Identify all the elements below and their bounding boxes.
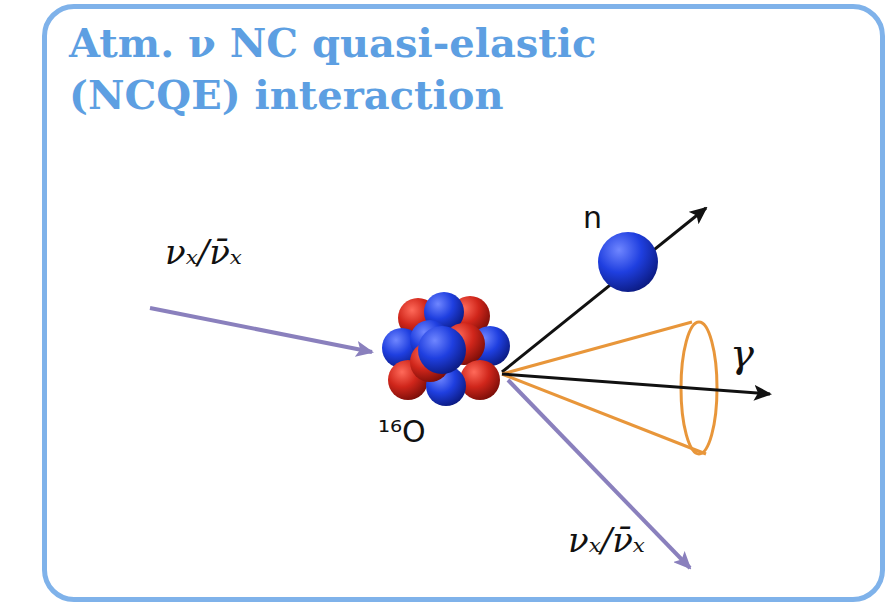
neutrino-label: νₓ/ν̄ₓ: [165, 232, 242, 272]
panel-box: Atm. ν NC quasi-elastic (NCQE) interacti…: [42, 4, 885, 602]
incoming-neutrino: [150, 308, 372, 352]
neutron-ball: [598, 232, 658, 292]
neutron-label: n: [583, 200, 602, 235]
outgoing-neutrino: [508, 380, 690, 568]
panel-title: Atm. ν NC quasi-elastic (NCQE) interacti…: [69, 17, 709, 121]
gamma-label: γ: [730, 330, 754, 376]
gamma-track: [502, 374, 770, 394]
neutrino-label: νₓ/ν̄ₓ: [568, 520, 645, 560]
oxygen-nucleus: [382, 292, 510, 406]
nucleus-label: ¹⁶O: [378, 414, 426, 449]
